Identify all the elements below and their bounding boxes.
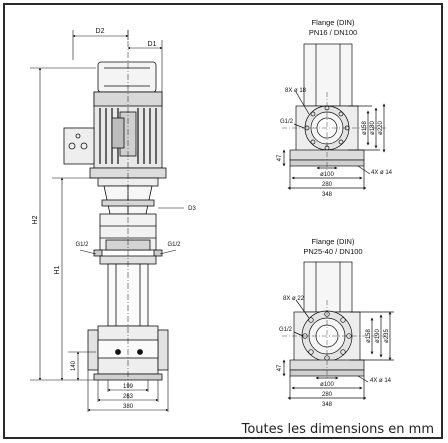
flange-pn25-348-label: 348	[322, 402, 333, 408]
flange-pn16-g-label: G1/2	[280, 119, 294, 125]
port-g-right-label: G1/2	[167, 242, 181, 248]
flange-pn16-feet-label: 4X ø 14	[371, 170, 393, 176]
flange-pn25-drawing	[282, 261, 394, 400]
flange-pn25-holes-label: 8X ø 22	[283, 296, 305, 302]
dim-d1-label: D1	[148, 41, 157, 48]
flange-pn16-d100-label: ø100	[320, 172, 334, 178]
flange-pn25-47-label: 47	[277, 364, 283, 371]
flange-pn16-title: Flange (DIN)	[312, 18, 355, 27]
flange-pn16-47-label: 47	[277, 154, 283, 161]
dim-h1-label: H1	[54, 265, 61, 274]
flange-pn16-d220-label: ø220	[378, 121, 384, 135]
flange-pn25-title: Flange (DIN)	[312, 237, 355, 246]
flange-pn16-d158-label: ø158	[362, 121, 368, 135]
dim-140-label: 140	[71, 360, 77, 371]
pump-front-view	[63, 61, 169, 381]
flange-pn16-348-label: 348	[322, 192, 333, 198]
dim-d3-label: D3	[188, 206, 196, 212]
dim-380-label: 380	[123, 404, 134, 410]
dim-263-label: 263	[123, 394, 134, 400]
flange-pn25-subtitle: PN25-40 / DN100	[303, 247, 362, 256]
flange-pn25-d235-label: ø235	[384, 329, 390, 343]
flange-pn25-g-label: G1/2	[279, 327, 293, 333]
flange-pn16-holes-label: 8X ø 18	[285, 88, 307, 94]
port-g-left-label: G1/2	[75, 242, 89, 248]
main-view-dimensions	[30, 30, 184, 412]
flange-pn25-280-label: 280	[322, 392, 333, 398]
flange-pn16-280-label: 280	[322, 182, 333, 188]
flange-pn25-d190-label: ø190	[375, 329, 381, 343]
flange-pn16-subtitle: PN16 / DN100	[309, 28, 357, 37]
flange-pn16-d180-label: ø180	[370, 121, 376, 135]
dim-199-label: 199	[123, 384, 134, 390]
drawing-frame	[3, 3, 443, 439]
flange-pn25-feet-label: 4X ø 14	[370, 378, 392, 384]
flange-pn16-drawing	[282, 43, 386, 190]
dim-h2-label: H2	[32, 215, 39, 224]
dim-d2-label: D2	[96, 28, 105, 35]
flange-pn25-d158-label: ø158	[366, 329, 372, 343]
flange-pn25-d100-label: ø100	[320, 382, 334, 388]
units-footnote: Toutes les dimensions en mm	[241, 422, 434, 437]
